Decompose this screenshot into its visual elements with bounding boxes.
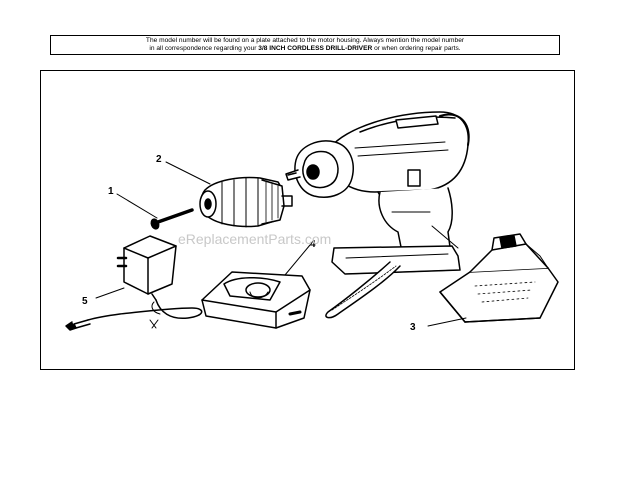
model-number-notice: The model number will be found on a plat… xyxy=(50,35,560,55)
notice-text: The model number will be found on a plat… xyxy=(55,37,555,53)
leader-lines xyxy=(95,161,467,327)
drill-chuck-icon xyxy=(199,176,293,228)
diagram-frame xyxy=(40,70,575,370)
callout-1: 1 xyxy=(108,186,114,197)
notice-line-1: The model number will be found on a plat… xyxy=(145,37,465,44)
callout-2: 2 xyxy=(156,154,162,165)
callout-5: 5 xyxy=(82,296,88,307)
notice-line-2-bold: 3/8 INCH CORDLESS DRILL-DRIVER xyxy=(258,45,373,53)
wrist-strap-icon xyxy=(325,261,401,319)
watermark-text: eReplacementParts.com xyxy=(178,231,331,247)
notice-line-2-start: in all correspondence regarding your xyxy=(149,45,257,53)
drill-body-icon xyxy=(285,111,470,275)
charger-base-icon xyxy=(201,271,311,329)
notice-line-2-end: or when ordering repair parts. xyxy=(374,45,461,53)
callout-4: 4 xyxy=(310,239,316,250)
screw-icon xyxy=(150,208,195,230)
callout-3: 3 xyxy=(410,322,416,333)
ac-adapter-icon xyxy=(65,235,203,331)
battery-pack-icon xyxy=(439,233,559,323)
